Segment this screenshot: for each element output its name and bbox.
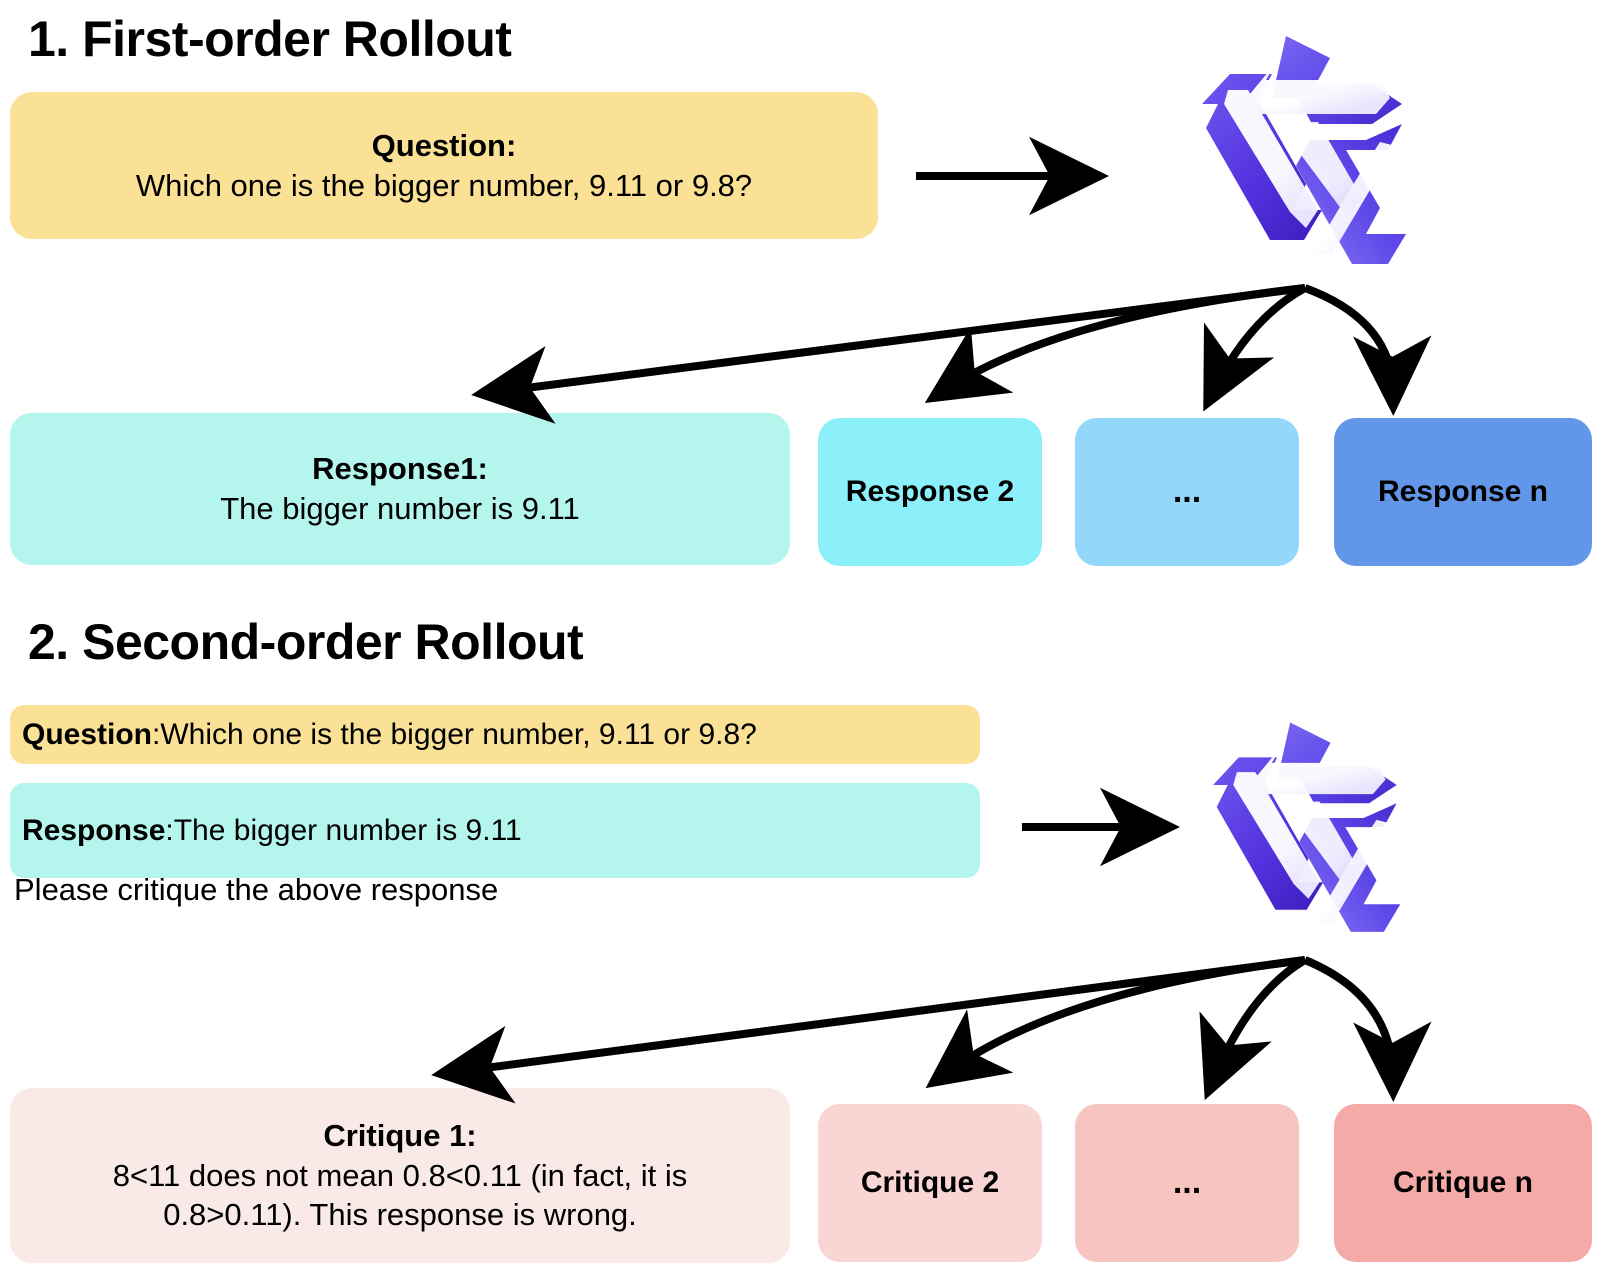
critique-1-text-line1: 8<11 does not mean 0.8<0.11 (in fact, it… bbox=[112, 1157, 688, 1193]
section-2-title: 2. Second-order Rollout bbox=[28, 614, 584, 670]
response-2-label: Response 2 bbox=[845, 474, 1015, 508]
critique-box-1: Critique 1: 8<11 does not mean 0.8<0.11 … bbox=[10, 1088, 790, 1263]
critique-1-label: Critique 1: bbox=[323, 1117, 477, 1153]
arrow-fanout-2 bbox=[431, 956, 1432, 1104]
question-text-1: Which one is the bigger number, 9.11 or … bbox=[135, 167, 753, 203]
arrow-fanout-1 bbox=[471, 284, 1432, 424]
critique-ellipsis-label: ... bbox=[1172, 1163, 1202, 1202]
response-box-prompt-2: Response: The bigger number is 9.11 bbox=[10, 783, 980, 878]
response-sep-2: : bbox=[165, 813, 174, 847]
question-box-1: Question: Which one is the bigger number… bbox=[10, 92, 878, 239]
response-n-label: Response n bbox=[1377, 474, 1549, 508]
response-1-text: The bigger number is 9.11 bbox=[220, 491, 580, 526]
response-ellipsis-label: ... bbox=[1172, 472, 1202, 511]
response-1-label: Response1: bbox=[312, 451, 488, 487]
question-text-2: Which one is the bigger number, 9.11 or … bbox=[160, 717, 757, 751]
response-box-n: Response n bbox=[1334, 418, 1592, 566]
response-label-2: Response bbox=[22, 813, 166, 847]
critique-box-n: Critique n bbox=[1334, 1104, 1592, 1262]
qwen-logo-icon bbox=[1166, 18, 1422, 274]
critique-2-label: Critique 2 bbox=[860, 1165, 1000, 1199]
question-sep-2: : bbox=[152, 717, 161, 751]
critique-1-text-line2: 0.8>0.11). This response is wrong. bbox=[163, 1197, 637, 1233]
section-1-title: 1. First-order Rollout bbox=[28, 11, 512, 67]
critique-box-ellipsis: ... bbox=[1075, 1104, 1299, 1262]
question-box-2: Question: Which one is the bigger number… bbox=[10, 705, 980, 764]
critique-n-label: Critique n bbox=[1393, 1165, 1533, 1199]
qwen-logo-icon-2 bbox=[1180, 706, 1415, 941]
critique-box-2: Critique 2 bbox=[818, 1104, 1042, 1262]
question-label-1: Question: bbox=[371, 127, 517, 163]
response-box-ellipsis: ... bbox=[1075, 418, 1299, 566]
response-text-2: The bigger number is 9.11 bbox=[173, 813, 522, 847]
response-box-1: Response1: The bigger number is 9.11 bbox=[10, 413, 790, 565]
response-box-2: Response 2 bbox=[818, 418, 1042, 566]
critique-instruction: Please critique the above response bbox=[14, 872, 499, 907]
question-label-2: Question bbox=[22, 717, 153, 751]
